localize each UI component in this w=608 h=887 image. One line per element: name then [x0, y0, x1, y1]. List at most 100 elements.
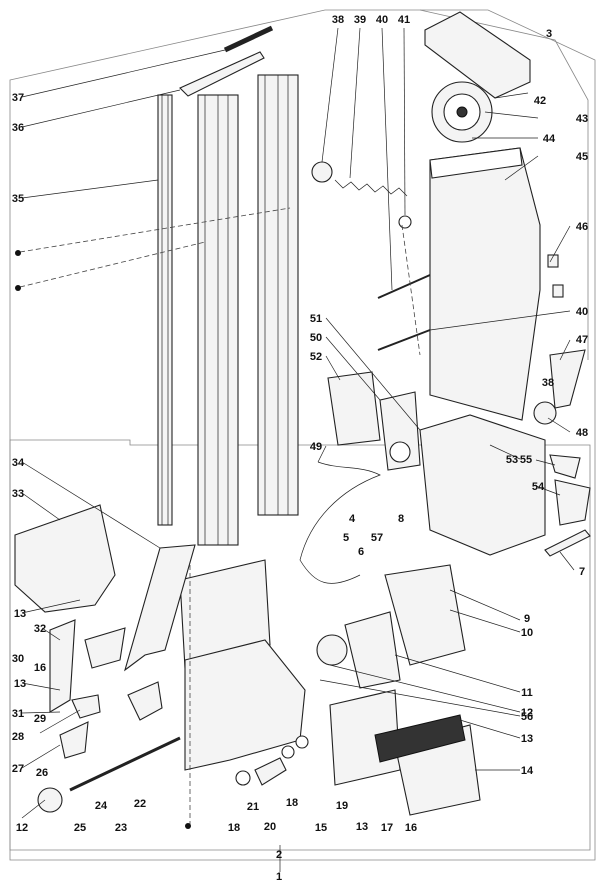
heater-56	[374, 714, 466, 763]
part-label-57: 57	[371, 532, 383, 544]
part-label-12-left: 12	[16, 822, 28, 834]
clips-46	[547, 254, 564, 298]
part-label-19: 19	[336, 800, 348, 812]
part-label-31: 31	[12, 708, 24, 720]
part-label-45: 45	[576, 151, 588, 163]
gear-wheel-44	[431, 81, 493, 143]
part-label-46: 46	[576, 221, 588, 233]
part-label-55: 55	[520, 454, 532, 466]
part-label-32: 32	[34, 623, 46, 635]
part-label-14: 14	[521, 765, 534, 777]
part-label-13-bottom: 13	[356, 821, 368, 833]
part-label-36: 36	[12, 122, 24, 134]
part-label-50: 50	[310, 332, 322, 344]
cover-10	[384, 564, 466, 666]
part-label-53: 53	[506, 454, 518, 466]
motor-50	[379, 391, 421, 471]
lever-55	[549, 454, 581, 479]
part-label-54: 54	[532, 481, 545, 493]
gear-motor-11	[316, 611, 401, 689]
part-label-3: 3	[546, 28, 552, 40]
part-label-4: 4	[349, 513, 356, 525]
bushings-18-20	[235, 735, 309, 786]
part-label-21: 21	[247, 801, 259, 813]
lever-28	[84, 627, 126, 669]
part-label-11: 11	[521, 687, 533, 699]
assembly-axes	[19, 207, 421, 825]
part-label-27: 27	[12, 763, 24, 775]
knob-12	[37, 787, 63, 813]
part-label-16-left: 16	[34, 662, 46, 674]
assembly-frame-3	[419, 9, 589, 360]
nut-48	[533, 401, 557, 425]
part-label-56: 56	[521, 711, 533, 723]
pins-40	[377, 274, 431, 351]
part-label-5: 5	[343, 532, 349, 544]
part-label-10: 10	[521, 627, 533, 639]
part-label-40-top: 40	[376, 14, 388, 26]
assembly-frame-2	[9, 439, 591, 851]
part-label-26: 26	[36, 767, 48, 779]
part-label-16-bottom: 16	[405, 822, 417, 834]
spring-39	[334, 179, 408, 197]
part-label-1: 1	[276, 871, 282, 883]
column-profile-35	[157, 94, 173, 526]
washer-41	[398, 215, 412, 229]
part-label-9: 9	[524, 613, 530, 625]
clip-27	[59, 721, 89, 759]
part-label-23: 23	[115, 822, 127, 834]
blade-34	[124, 544, 196, 672]
part-label-28: 28	[12, 731, 24, 743]
part-label-13-left-b: 13	[14, 678, 26, 690]
part-label-22: 22	[134, 798, 146, 810]
part-label-39: 39	[354, 14, 366, 26]
part-label-37: 37	[12, 92, 24, 104]
part-label-30: 30	[12, 653, 24, 665]
part-label-13-left-a: 13	[14, 608, 26, 620]
cam-23	[127, 681, 163, 721]
chute-47	[549, 349, 586, 409]
container-45	[429, 147, 541, 421]
arm-30	[49, 619, 76, 713]
part-label-18-right: 18	[286, 797, 298, 809]
part-label-47: 47	[576, 334, 588, 346]
guide-54	[554, 479, 591, 526]
nut-38-top	[311, 161, 333, 183]
shaft-25	[69, 736, 181, 792]
part-label-43: 43	[576, 113, 588, 125]
frame-bracket-upper	[179, 559, 271, 669]
part-label-25: 25	[74, 822, 86, 834]
part-label-48: 48	[576, 427, 588, 439]
part-label-34: 34	[12, 457, 25, 469]
motor-mount-52	[327, 371, 381, 446]
part-label-12-right: 12	[521, 707, 533, 719]
part-label-20: 20	[264, 821, 276, 833]
part-label-24: 24	[95, 800, 108, 812]
part-label-41: 41	[398, 14, 410, 26]
leader-lines	[21, 27, 575, 819]
part-label-35: 35	[12, 193, 24, 205]
housing-33	[14, 504, 116, 613]
part-label-13-right: 13	[521, 733, 533, 745]
part-label-6: 6	[358, 546, 364, 558]
part-number-labels: 1 2 3 4 5 6 7 8 9 10 11 12 12 13 13 13 1…	[12, 14, 588, 883]
assembly-frame-1	[9, 9, 596, 861]
lid-42	[424, 11, 531, 99]
clip-29	[71, 694, 101, 719]
dispenser-unit-51	[419, 414, 546, 556]
part-label-29: 29	[34, 713, 46, 725]
part-label-8: 8	[398, 513, 404, 525]
part-label-51: 51	[310, 313, 322, 325]
part-label-44: 44	[543, 133, 556, 145]
bracket-36	[179, 51, 265, 97]
part-label-33: 33	[12, 488, 24, 500]
part-label-2: 2	[276, 849, 282, 861]
rod-7	[544, 529, 591, 557]
part-label-42: 42	[534, 95, 546, 107]
part-label-40-right: 40	[576, 306, 588, 318]
part-label-17: 17	[381, 822, 393, 834]
cable-harness-49	[299, 461, 381, 584]
reference-dots	[15, 250, 191, 829]
